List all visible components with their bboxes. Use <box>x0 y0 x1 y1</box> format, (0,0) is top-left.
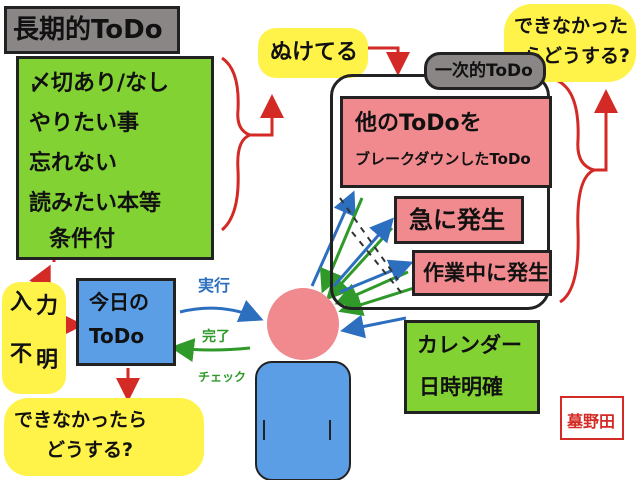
during-work-box: 作業中に発生 <box>412 250 552 296</box>
input-bad-char: 明 <box>36 348 59 373</box>
today-todo-box: 今日の ToDo <box>76 278 176 366</box>
input-bad-char: 力 <box>36 294 59 319</box>
calendar-line: 日時明確 <box>419 375 503 399</box>
arrow-done-check <box>170 338 251 363</box>
signature-seal: 墓野田 <box>560 396 624 440</box>
dashed-line-a <box>339 197 399 281</box>
cant-do-bottom-line: できなかったら <box>14 409 148 431</box>
arrow-work-lower <box>338 286 415 317</box>
person-head <box>267 288 339 360</box>
long-term-item: 読みたい本等 <box>29 191 162 216</box>
long-term-title-box: 長期的ToDo <box>4 6 180 54</box>
calendar-line: カレンダー <box>417 333 522 357</box>
long-term-item: 条件付 <box>49 227 116 252</box>
onetime-group-bracket <box>555 78 599 304</box>
nukete-label: ぬけてる <box>270 40 359 65</box>
arrow-head-to-work <box>339 259 414 294</box>
arrow-head-to-sudden <box>332 217 394 287</box>
nukete-box: ぬけてる <box>258 28 368 78</box>
arrow-to-cant-do-top <box>594 89 618 172</box>
sudden-box: 急に発生 <box>394 196 524 244</box>
calendar-box: カレンダー 日時明確 <box>404 320 540 414</box>
person-body <box>255 361 351 480</box>
today-todo-line: ToDo <box>89 324 145 348</box>
sudden-label: 急に発生 <box>409 206 505 234</box>
cant-do-top-line: らどうする? <box>524 45 631 67</box>
cant-do-top-line: できなかった <box>514 15 629 37</box>
execute-label: 実行 <box>198 276 231 295</box>
today-todo-line: 今日の <box>89 290 149 314</box>
during-work-label: 作業中に発生 <box>423 261 549 285</box>
breakdown-line: 他のToDoを <box>355 111 482 136</box>
long-term-bracket <box>220 56 255 232</box>
long-term-title: 長期的ToDo <box>13 15 163 45</box>
input-bad-char: 入 <box>10 290 33 315</box>
one-time-label-box: 一次的ToDo <box>424 52 546 90</box>
arrow-nukete-to-onetime <box>368 46 410 76</box>
long-term-item: やりたい事 <box>29 111 140 136</box>
arrow-execute <box>179 299 264 323</box>
input-bad-box: 入 力 不 明 <box>2 282 66 394</box>
breakdown-box: 他のToDoを ブレークダウンしたToDo <box>340 96 552 188</box>
long-term-list-box: 〆切あり/なし やりたい事 忘れない 読みたい本等 条件付 <box>16 56 214 260</box>
seal-text: 墓野田 <box>567 412 616 431</box>
cant-do-bottom-line: どうする? <box>46 439 134 461</box>
breakdown-line: ブレークダウンしたToDo <box>355 150 531 168</box>
dashed-line-b <box>351 231 405 297</box>
cant-do-bottom-box: できなかったら どうする? <box>4 398 204 476</box>
one-time-label: 一次的ToDo <box>435 61 533 81</box>
long-term-item: 忘れない <box>29 151 118 176</box>
arrow-to-nukete <box>250 94 284 137</box>
check-label: チェック <box>198 370 247 384</box>
input-bad-char: 不 <box>10 342 33 367</box>
long-term-item: 〆切あり/なし <box>29 71 170 96</box>
done-label: 完了 <box>202 329 230 345</box>
arrow-calendar-to-head <box>340 314 407 339</box>
